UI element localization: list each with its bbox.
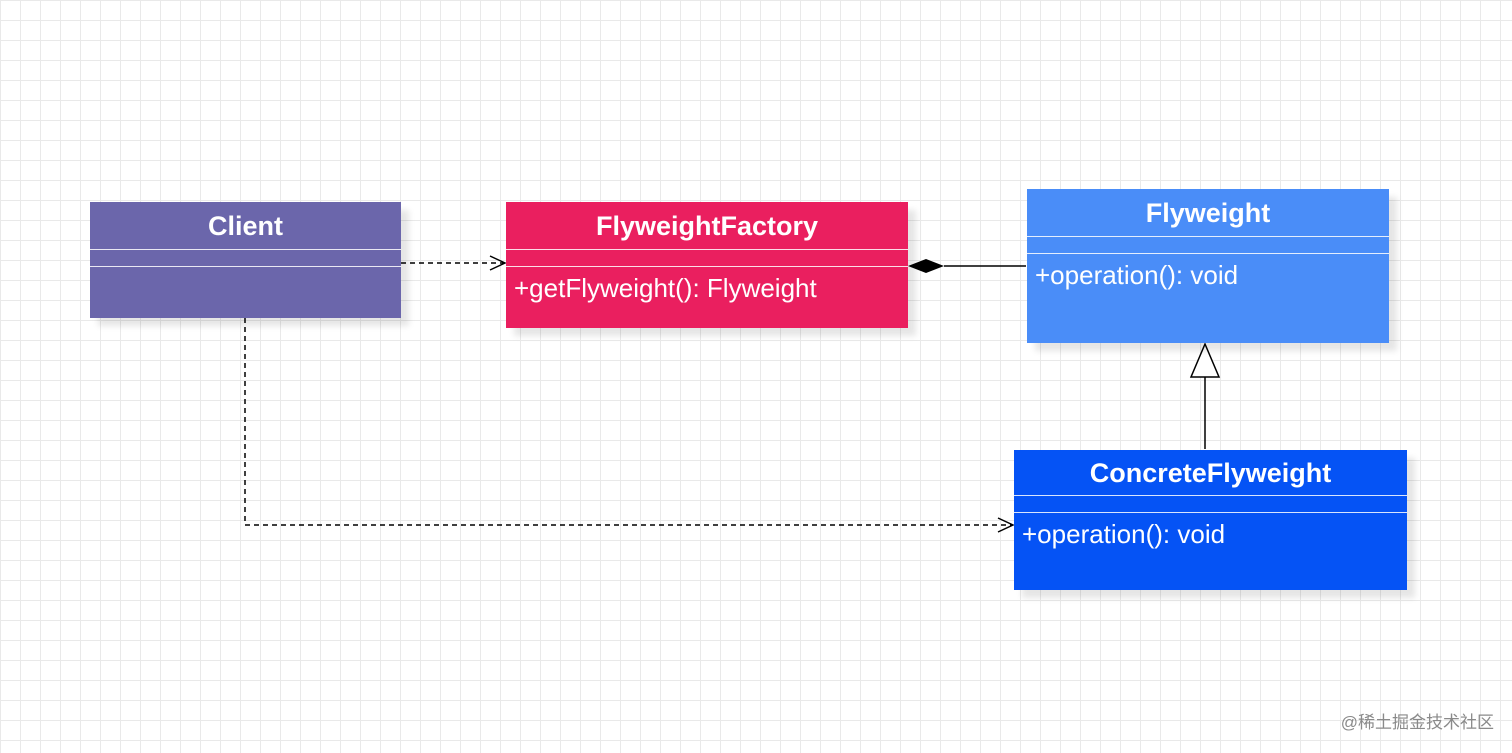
class-name: Client <box>90 202 401 250</box>
dependency-client-concrete <box>244 318 1015 533</box>
class-operations: +operation(): void <box>1022 519 1226 549</box>
filled-diamond <box>908 259 944 273</box>
class-attributes <box>90 250 401 267</box>
class-concrete-flyweight[interactable]: ConcreteFlyweight +operation(): void <box>1014 450 1407 590</box>
generalization-concrete-flyweight <box>1189 342 1221 449</box>
class-flyweight[interactable]: Flyweight +operation(): void <box>1027 189 1389 343</box>
class-operations <box>90 267 401 273</box>
class-client[interactable]: Client <box>90 202 401 318</box>
class-name: ConcreteFlyweight <box>1014 450 1407 496</box>
class-operations: +getFlyweight(): Flyweight <box>514 273 817 303</box>
open-arrow-head <box>997 517 1015 533</box>
dependency-client-factory <box>401 255 507 271</box>
class-attributes <box>506 250 908 267</box>
class-attributes <box>1014 496 1407 513</box>
class-flyweight-factory[interactable]: FlyweightFactory +getFlyweight(): Flywei… <box>506 202 908 328</box>
class-name: Flyweight <box>1027 189 1389 237</box>
class-operations: +operation(): void <box>1035 260 1239 290</box>
class-attributes <box>1027 237 1389 254</box>
open-arrow-head <box>489 255 507 271</box>
hollow-triangle <box>1189 342 1221 378</box>
watermark: @稀土掘金技术社区 <box>1340 713 1494 732</box>
class-name: FlyweightFactory <box>506 202 908 250</box>
composition-factory-flyweight <box>908 259 1026 273</box>
